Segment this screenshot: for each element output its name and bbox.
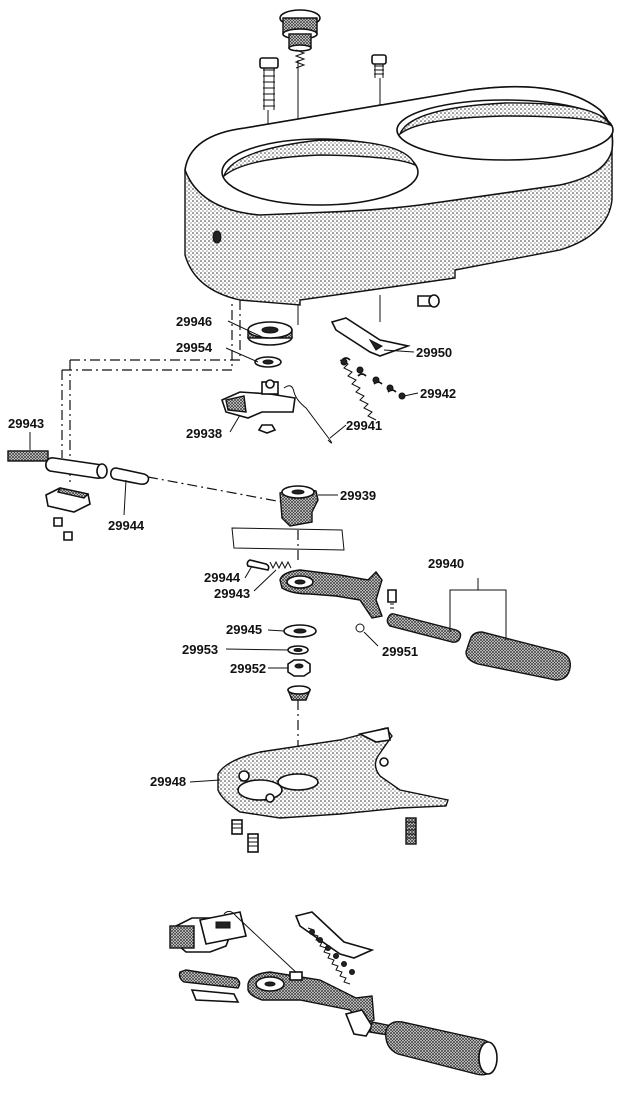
plate-outline <box>231 527 345 551</box>
assembled-mechanism-view <box>169 910 498 1076</box>
label-29942: 29942 <box>420 386 456 401</box>
label-29952: 29952 <box>230 661 266 676</box>
label-29939: 29939 <box>340 488 376 503</box>
part-29952-nut <box>287 659 311 677</box>
label-29953: 29953 <box>182 642 218 657</box>
part-29942-spring <box>339 357 406 421</box>
part-29943-spring-left <box>7 450 49 462</box>
part-29948-base-plate <box>217 727 449 819</box>
part-29941-wire-spring <box>283 385 333 444</box>
label-29944-left: 29944 <box>108 518 145 533</box>
part-29940-handle <box>386 578 571 681</box>
top-knob-assembly <box>279 9 321 69</box>
connector-dash-5 <box>147 476 283 503</box>
label-29950: 29950 <box>416 345 452 360</box>
label-29945: 29945 <box>226 622 262 637</box>
base-screw-2 <box>247 833 259 853</box>
left-latch-bracket <box>45 487 91 541</box>
label-29954: 29954 <box>176 340 213 355</box>
part-29943-spring-center <box>269 560 292 570</box>
label-29951: 29951 <box>382 644 418 659</box>
part-29944-pin-left <box>110 467 150 485</box>
cone-nut <box>286 685 312 701</box>
dual-cup-housing <box>184 85 614 308</box>
part-29939-cam <box>279 485 319 527</box>
housing-screw-left <box>259 57 279 110</box>
label-29944-center: 29944 <box>204 570 241 585</box>
part-29954-washer <box>254 356 282 368</box>
housing-screw-right <box>371 54 387 78</box>
part-29946-bushing <box>247 321 293 346</box>
part-29945-washer <box>283 624 317 638</box>
leader-lines <box>29 320 419 783</box>
label-29948: 29948 <box>150 774 186 789</box>
label-29941: 29941 <box>346 418 382 433</box>
left-rod <box>45 457 108 479</box>
label-29943-center: 29943 <box>214 586 250 601</box>
label-29940: 29940 <box>428 556 464 571</box>
part-29938-bracket <box>221 379 296 434</box>
part-29944-pin-center <box>246 559 270 571</box>
label-29946: 29946 <box>176 314 212 329</box>
base-screw-1 <box>231 819 243 835</box>
connector-dash-3 <box>62 300 233 371</box>
label-29938: 29938 <box>186 426 222 441</box>
base-screw-3 <box>405 817 417 845</box>
connector-dash-4 <box>70 300 241 361</box>
label-29943-left: 29943 <box>8 416 44 431</box>
part-29950-clip <box>330 317 411 357</box>
part-29953-lock-washer <box>287 645 309 655</box>
part-29951-clip <box>355 623 365 633</box>
lever-arm <box>279 569 397 619</box>
